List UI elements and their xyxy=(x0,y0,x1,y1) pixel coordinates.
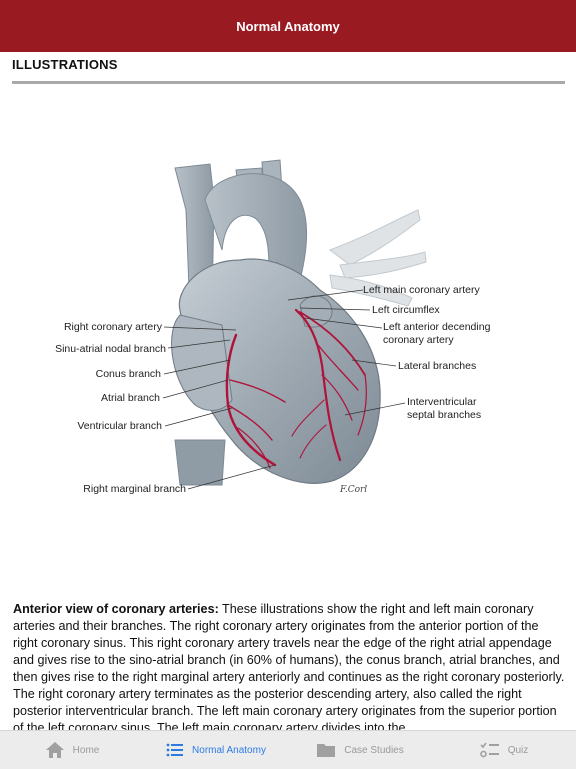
coronary-arteries xyxy=(225,308,367,469)
label-iv-septal-line2: septal branches xyxy=(407,409,481,421)
tab-case-studies[interactable]: Case Studies xyxy=(288,731,432,769)
tab-normal-anatomy[interactable]: Normal Anatomy xyxy=(144,731,288,769)
label-conus-branch: Conus branch xyxy=(96,368,162,380)
description-lead: Anterior view of coronary arteries: xyxy=(13,602,219,616)
tab-normal-anatomy-label: Normal Anatomy xyxy=(192,744,266,756)
label-left-main-coronary-artery: Left main coronary artery xyxy=(363,284,480,296)
page-title: Normal Anatomy xyxy=(236,18,340,34)
description-body: These illustrations show the right and l… xyxy=(13,602,565,735)
label-sinu-atrial-nodal-branch: Sinu-atrial nodal branch xyxy=(55,343,166,355)
folder-icon xyxy=(316,742,336,758)
bottom-tab-bar: Home Normal Anatomy Case Studies Quiz xyxy=(0,730,576,769)
label-atrial-branch: Atrial branch xyxy=(101,392,160,404)
label-lad-line2: coronary artery xyxy=(383,334,454,346)
heart-illustration: Left main coronary artery Left circumfle… xyxy=(0,140,576,520)
label-leader-lines xyxy=(162,289,406,490)
tab-home[interactable]: Home xyxy=(0,731,144,769)
label-lateral-branches: Lateral branches xyxy=(398,360,476,372)
tab-home-label: Home xyxy=(72,744,100,756)
top-navigation-bar: Normal Anatomy xyxy=(0,0,576,52)
description-paragraph: Anterior view of coronary arteries: Thes… xyxy=(13,601,565,737)
label-left-circumflex: Left circumflex xyxy=(372,304,440,316)
label-ventricular-branch: Ventricular branch xyxy=(77,420,162,432)
list-icon xyxy=(166,742,184,758)
checklist-icon xyxy=(479,741,500,759)
home-icon xyxy=(45,741,65,759)
tab-quiz[interactable]: Quiz xyxy=(432,731,576,769)
section-divider xyxy=(12,81,565,84)
label-iv-septal-line1: Interventricular xyxy=(407,396,477,408)
label-right-coronary-artery: Right coronary artery xyxy=(64,321,163,333)
tab-case-studies-label: Case Studies xyxy=(344,744,404,756)
great-vessels xyxy=(174,159,308,486)
section-heading: ILLUSTRATIONS xyxy=(12,57,118,72)
label-right-marginal-branch: Right marginal branch xyxy=(83,483,186,495)
tab-quiz-label: Quiz xyxy=(507,744,529,756)
artist-signature: F.Corl xyxy=(339,485,367,495)
label-lad-line1: Left anterior decending xyxy=(383,321,491,333)
pulmonary-vessels xyxy=(328,209,427,307)
